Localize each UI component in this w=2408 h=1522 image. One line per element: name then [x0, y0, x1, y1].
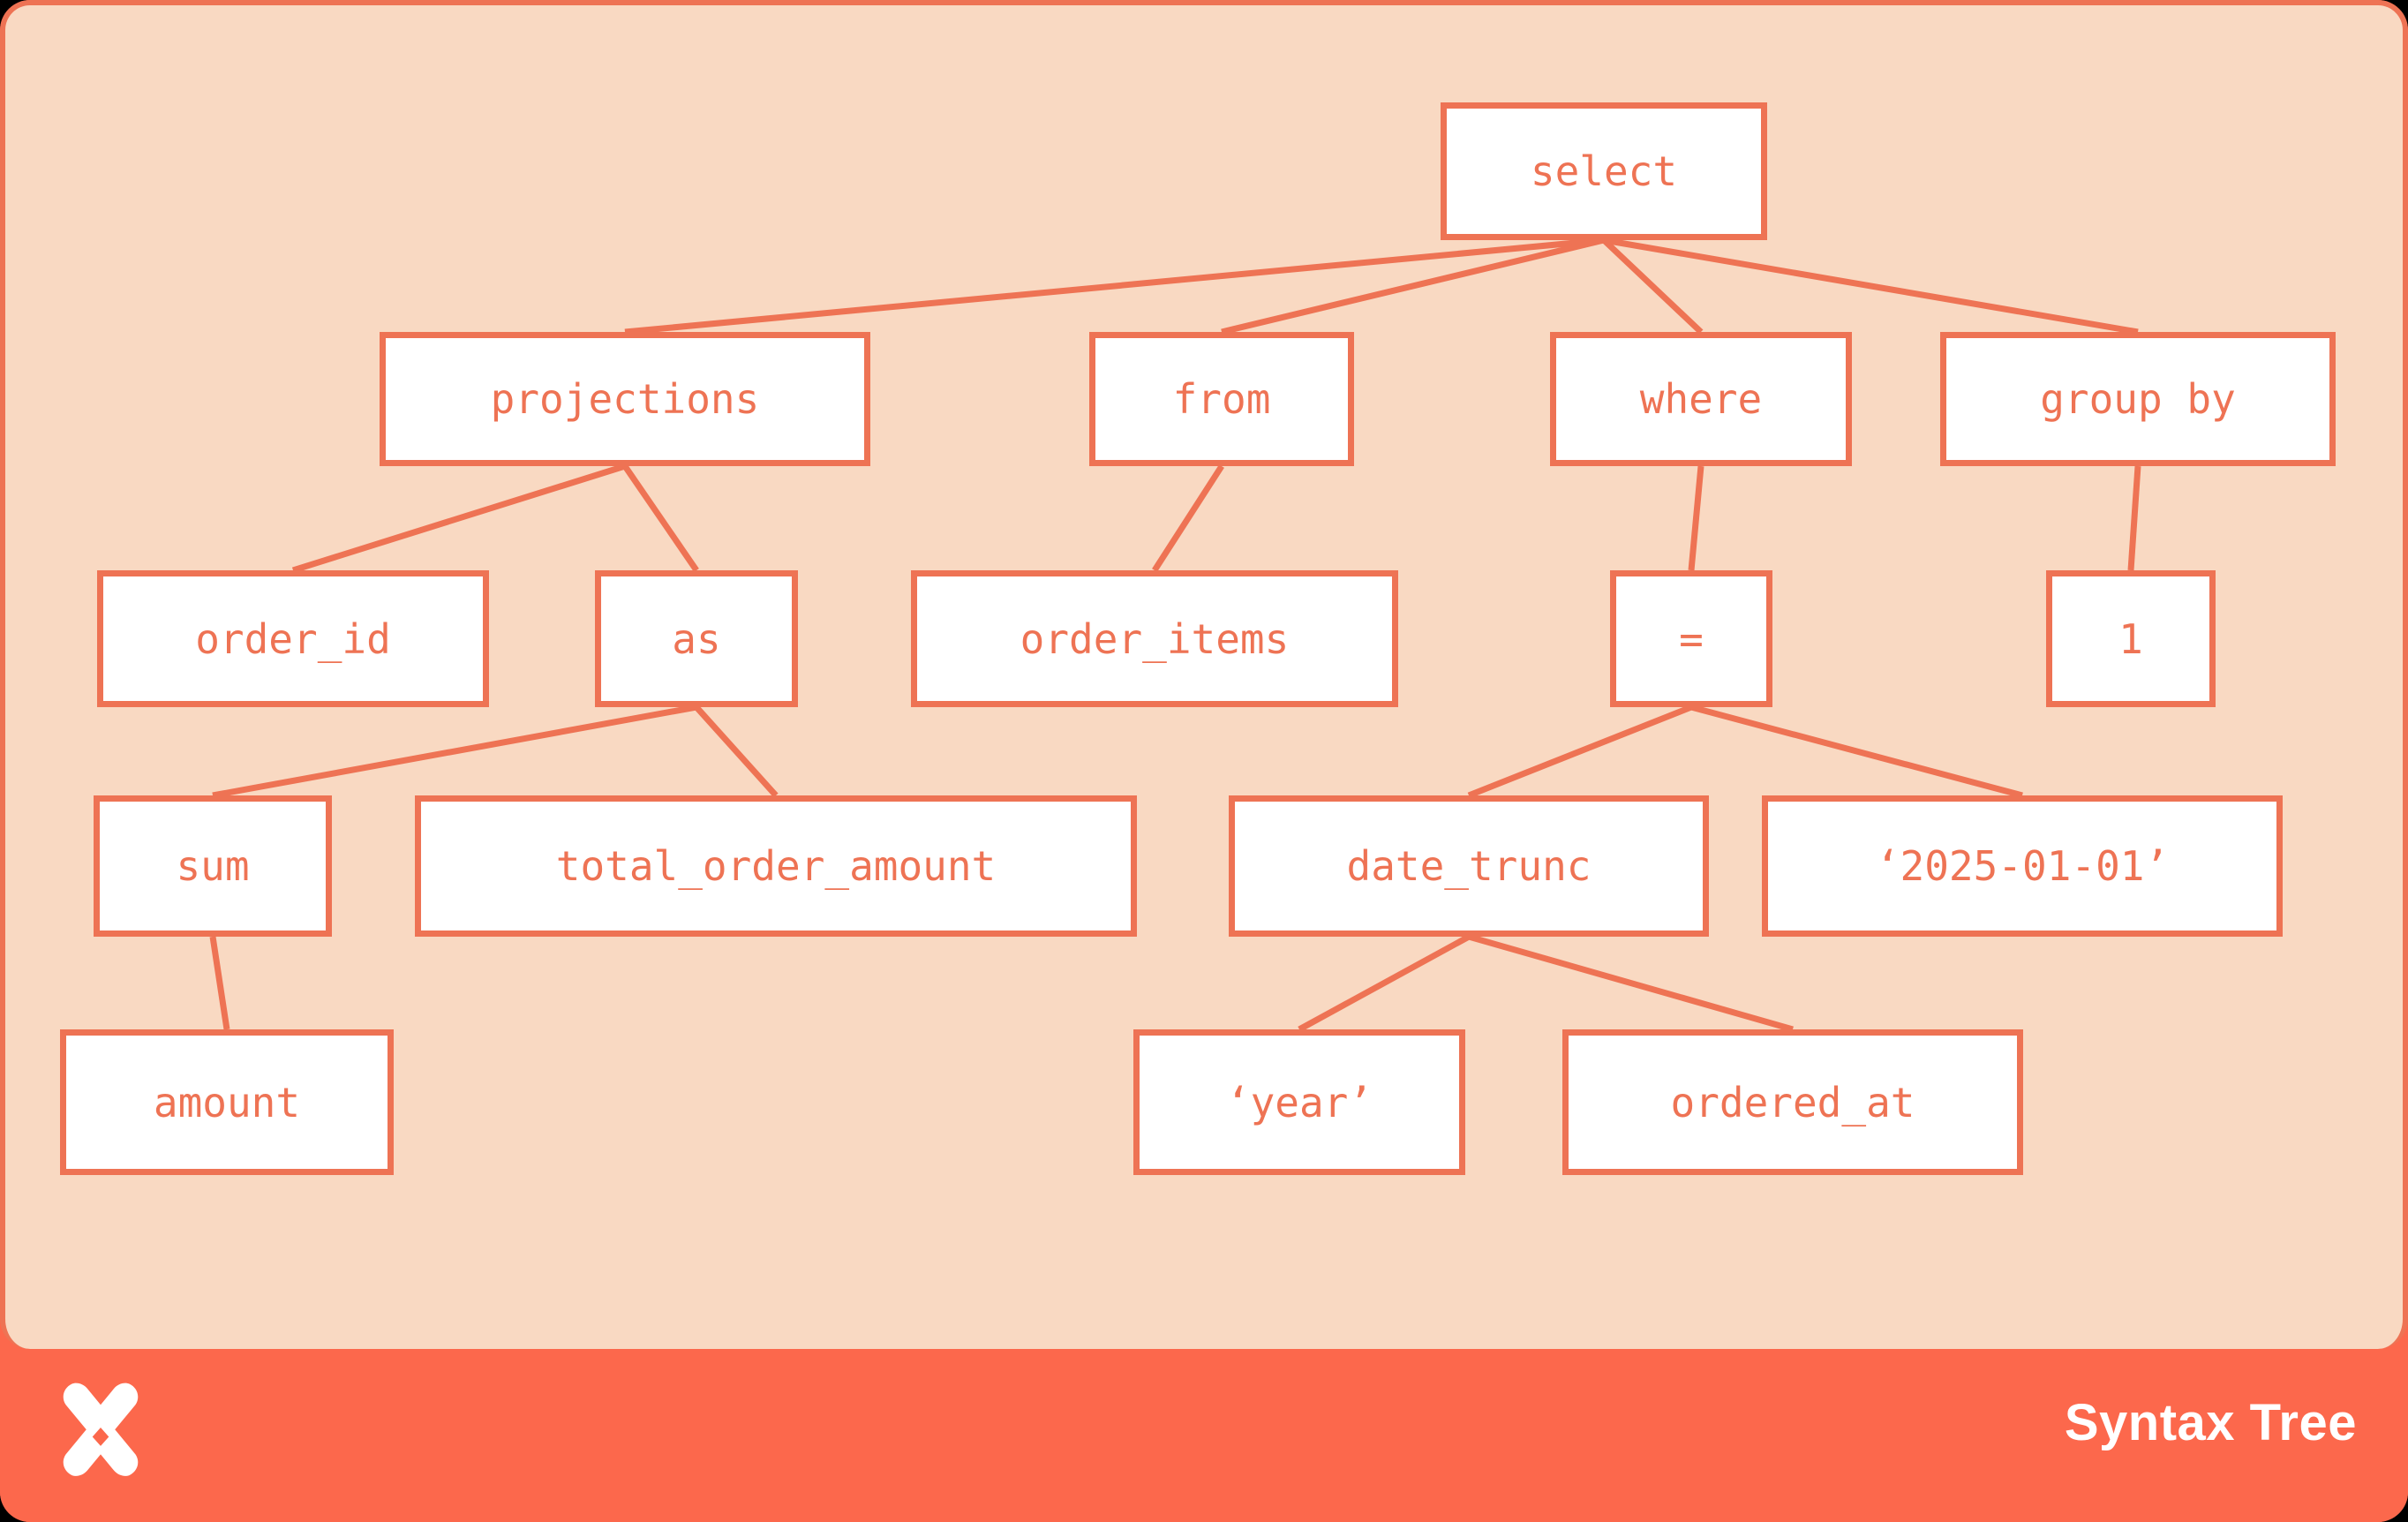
- tree-canvas: select projections from where group by order_…: [0, 0, 2408, 1349]
- tree-node-label: where: [1639, 375, 1763, 423]
- tree-edge: [1221, 237, 1605, 335]
- tree-edge: [1690, 704, 2023, 799]
- tree-node-as[interactable]: as: [595, 570, 798, 707]
- tree-edge: [1468, 933, 1794, 1033]
- tree-node-label: order_items: [1020, 614, 1290, 663]
- tree-node-label: =: [1679, 614, 1704, 663]
- tree-node-label: projections: [490, 375, 760, 423]
- tree-edge: [2127, 465, 2141, 571]
- tree-node-projections[interactable]: projections: [380, 332, 870, 466]
- tree-node-date-literal[interactable]: ‘2025-01-01’: [1762, 795, 2283, 937]
- tree-node-label: sum: [176, 842, 250, 890]
- tree-node-one[interactable]: 1: [2046, 570, 2216, 707]
- tree-edge: [1298, 933, 1471, 1033]
- tree-node-label: date_trunc: [1346, 842, 1592, 890]
- tree-edge: [212, 704, 697, 799]
- tree-edge: [1688, 465, 1704, 571]
- tree-node-label: ordered_at: [1670, 1078, 1915, 1126]
- tree-node-amount[interactable]: amount: [60, 1029, 394, 1175]
- footer-bar: Syntax Tree: [0, 1349, 2408, 1522]
- tree-node-label: total_order_amount: [555, 842, 997, 890]
- tree-node-eq[interactable]: =: [1610, 570, 1772, 707]
- tree-node-label: group by: [2040, 375, 2236, 423]
- tree-node-label: as: [672, 614, 721, 663]
- tree-node-label: 1: [2118, 614, 2143, 663]
- tree-node-where[interactable]: where: [1550, 332, 1852, 466]
- tree-node-label: from: [1172, 375, 1271, 423]
- tree-node-select[interactable]: select: [1441, 102, 1767, 240]
- tree-node-sum[interactable]: sum: [94, 795, 332, 937]
- tree-node-order-id[interactable]: order_id: [97, 570, 489, 707]
- tree-edge: [1601, 237, 1704, 335]
- tree-edge: [1467, 704, 1693, 799]
- tree-node-label: ‘year’: [1225, 1078, 1373, 1126]
- tree-node-label: select: [1530, 147, 1678, 195]
- tree-edge: [1603, 237, 2139, 335]
- tree-node-order-items[interactable]: order_items: [911, 570, 1398, 707]
- tree-node-group-by[interactable]: group by: [1940, 332, 2336, 466]
- tree-node-date-trunc[interactable]: date_trunc: [1229, 795, 1709, 937]
- tree-edge: [291, 463, 627, 574]
- tree-node-label: order_id: [195, 614, 391, 663]
- tree-node-total-order-amount[interactable]: total_order_amount: [415, 795, 1137, 937]
- tree-edge: [624, 237, 1605, 335]
- x-star-logo-icon: [63, 1383, 139, 1476]
- tree-node-label: amount: [153, 1078, 301, 1126]
- tree-edge: [694, 704, 779, 798]
- tree-node-year-literal[interactable]: ‘year’: [1133, 1029, 1465, 1175]
- tree-node-from[interactable]: from: [1089, 332, 1354, 466]
- tree-node-label: ‘2025-01-01’: [1875, 842, 2170, 890]
- footer-title: Syntax Tree: [2064, 1394, 2357, 1451]
- tree-node-ordered-at[interactable]: ordered_at: [1562, 1029, 2023, 1175]
- tree-edge: [622, 464, 699, 572]
- tree-edge: [209, 936, 230, 1030]
- tree-edge: [1152, 464, 1224, 572]
- tree-edges: [209, 237, 2141, 1033]
